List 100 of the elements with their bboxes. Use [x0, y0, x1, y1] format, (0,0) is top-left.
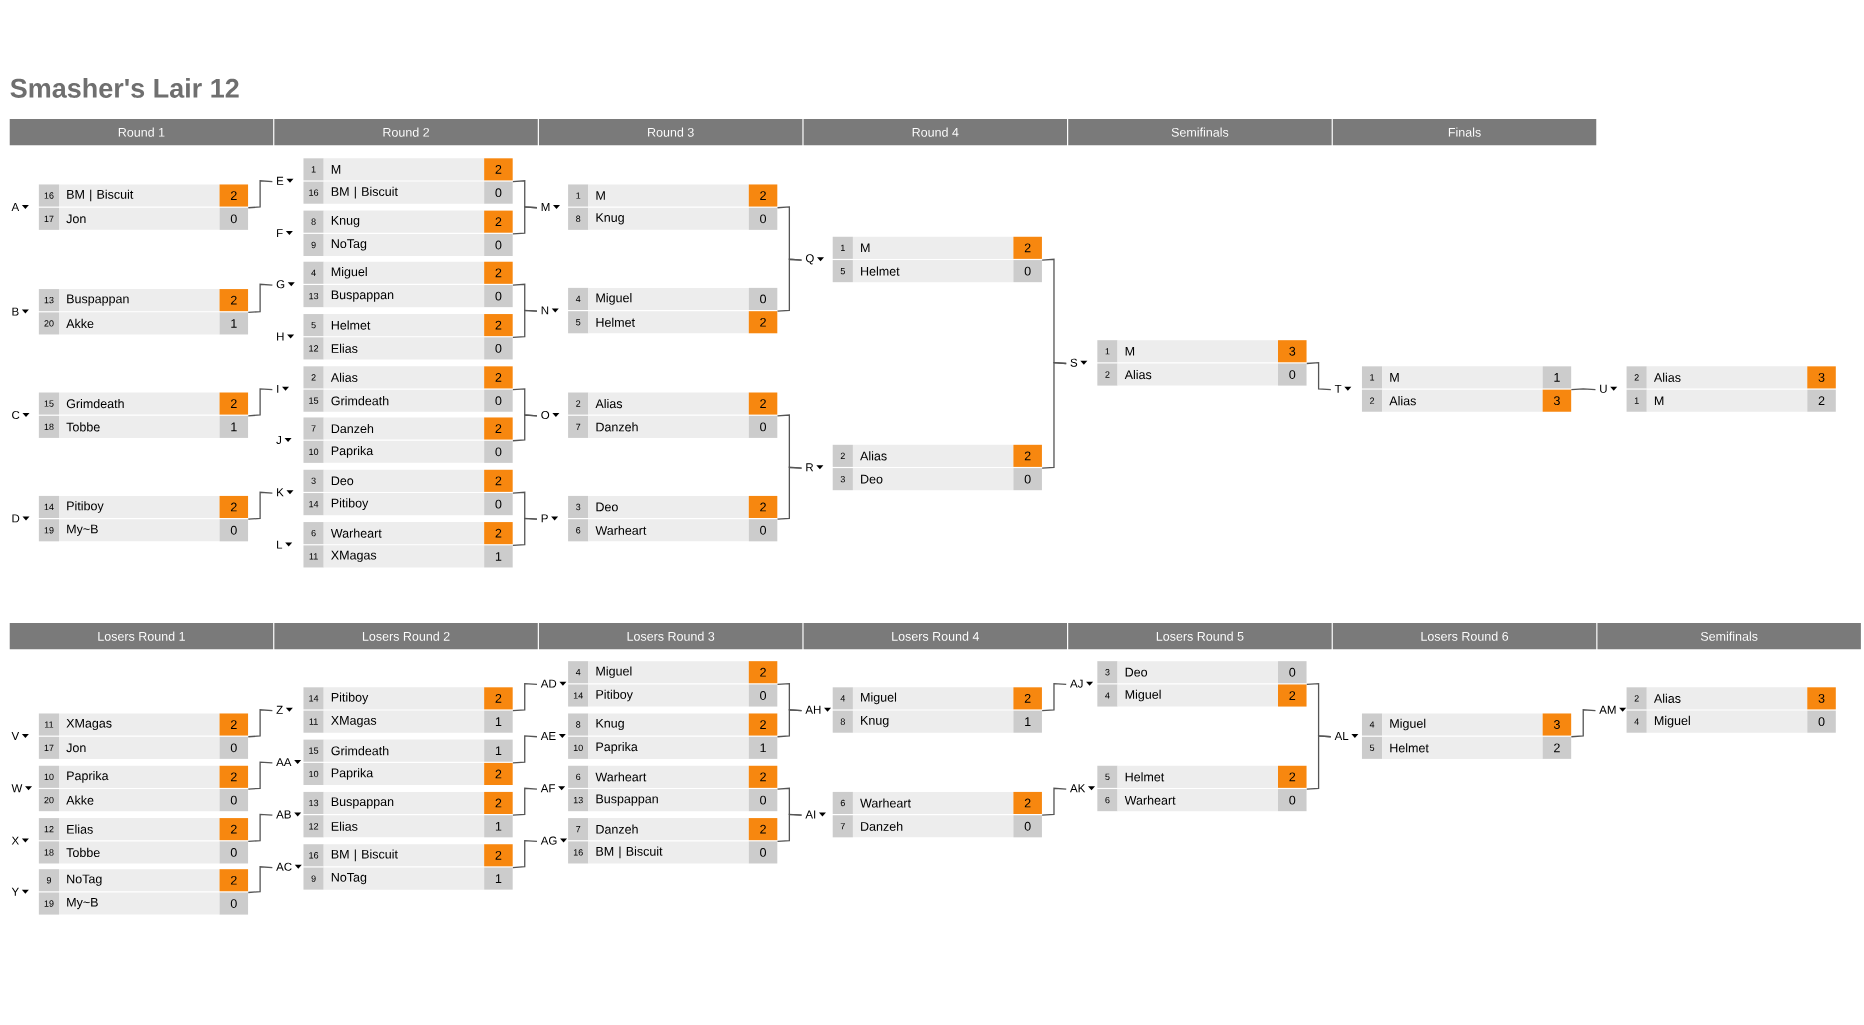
- player-name-cell: XMagas: [323, 545, 485, 568]
- round-header: Losers Round 5: [1068, 623, 1332, 650]
- player-name-cell: BM | Biscuit: [588, 841, 749, 864]
- player-name-cell: Knug: [588, 713, 749, 736]
- player-name-cell: M: [1117, 340, 1278, 363]
- score-cell: 2: [748, 311, 778, 334]
- bracket-line: [1306, 735, 1332, 790]
- score-cell: 2: [219, 184, 249, 207]
- seed-cell: 11: [38, 713, 60, 736]
- seed-cell: 4: [568, 661, 589, 684]
- match-letter: I: [277, 384, 279, 393]
- round-header: Losers Round 3: [538, 623, 803, 650]
- match-letter: AK: [1070, 784, 1086, 793]
- seed-cell: 12: [303, 337, 324, 360]
- score-cell: 0: [484, 493, 513, 516]
- score-cell: 2: [484, 791, 513, 815]
- bracket-line: [1041, 682, 1067, 712]
- score-cell: 2: [1278, 765, 1307, 788]
- seed-cell: 14: [568, 684, 589, 707]
- player-name-cell: Helmet: [323, 314, 485, 337]
- score-cell: 1: [748, 736, 778, 759]
- player-name-cell: M: [1646, 389, 1808, 412]
- player-name-cell: Danzeh: [588, 818, 749, 841]
- player-name-cell: XMagas: [59, 713, 220, 736]
- score-cell: 2: [484, 314, 513, 337]
- seed-cell: 9: [303, 233, 324, 256]
- match-letter: B: [12, 307, 19, 316]
- bracket-line: [512, 206, 538, 235]
- seed-cell: 3: [568, 495, 589, 519]
- node-label: Losers Round 1: [98, 631, 185, 641]
- bracket-line: [247, 761, 273, 790]
- score-cell: 2: [484, 522, 513, 545]
- player-name-cell: Miguel: [588, 287, 749, 310]
- node-label: Round 3: [648, 127, 694, 137]
- match-letter: AA: [276, 758, 292, 767]
- seed-cell: 10: [568, 736, 589, 759]
- player-name-cell: Helmet: [1117, 765, 1278, 788]
- node-label: Finals: [1448, 127, 1481, 137]
- score-cell: 0: [484, 233, 513, 256]
- seed-cell: 6: [568, 765, 589, 788]
- seed-cell: 4: [832, 687, 853, 710]
- player-name-cell: M: [588, 184, 749, 207]
- bracket-line: [1570, 709, 1597, 738]
- seed-cell: 18: [38, 415, 60, 438]
- node-label: Losers Round 5: [1156, 631, 1244, 641]
- player-name-cell: Elias: [323, 815, 485, 838]
- seed-cell: 4: [1097, 684, 1118, 707]
- round-header: Semifinals: [1068, 119, 1332, 146]
- match-letter: W: [11, 784, 23, 793]
- score-cell: 0: [219, 207, 249, 230]
- bracket-line: [512, 787, 538, 816]
- seed-cell: 17: [38, 207, 60, 230]
- bracket-line: [247, 283, 273, 313]
- player-name-cell: Jon: [59, 207, 220, 230]
- score-cell: 0: [1278, 363, 1307, 386]
- player-name-cell: Warheart: [588, 765, 749, 788]
- score-cell: 0: [748, 841, 778, 864]
- player-name-cell: M: [852, 236, 1014, 259]
- score-cell: 1: [484, 815, 513, 838]
- round-header: Semifinals: [1597, 623, 1861, 650]
- seed-cell: 9: [38, 869, 60, 892]
- score-cell: 2: [748, 661, 778, 684]
- player-name-cell: Alias: [323, 366, 485, 389]
- score-cell: 2: [748, 818, 778, 841]
- score-cell: 2: [1278, 684, 1307, 707]
- score-cell: 0: [219, 841, 249, 864]
- score-cell: 0: [748, 519, 778, 542]
- seed-cell: 8: [568, 713, 589, 736]
- bracket-line: [512, 735, 538, 764]
- match-letter: AI: [805, 810, 816, 819]
- player-name-cell: BM | Biscuit: [59, 184, 220, 207]
- match-letter: AF: [540, 784, 555, 793]
- match-letter: H: [277, 332, 284, 341]
- seed-cell: 13: [303, 285, 324, 308]
- round-header: Round 1: [9, 119, 274, 146]
- player-name-cell: Miguel: [323, 261, 485, 284]
- seed-cell: 1: [832, 236, 853, 259]
- bracket-line: [512, 682, 538, 712]
- bracket-line: [247, 813, 273, 843]
- score-cell: 2: [1013, 687, 1042, 710]
- score-cell: 2: [484, 158, 513, 181]
- seed-cell: 2: [568, 392, 589, 415]
- score-cell: 2: [484, 469, 513, 492]
- node-label: Round 4: [912, 127, 959, 137]
- match-letter: AB: [276, 810, 291, 819]
- score-cell: 0: [1807, 710, 1836, 733]
- seed-cell: 2: [1626, 687, 1647, 710]
- score-cell: 2: [748, 495, 778, 519]
- seed-cell: 2: [1361, 389, 1383, 412]
- score-cell: 2: [484, 417, 513, 440]
- player-name-cell: Warheart: [852, 791, 1014, 815]
- player-name-cell: Paprika: [323, 440, 485, 463]
- seed-cell: 2: [1097, 363, 1118, 386]
- bracket-line: [247, 180, 273, 209]
- score-cell: 1: [219, 312, 249, 335]
- player-name-cell: Miguel: [1382, 713, 1543, 736]
- player-name-cell: Pitiboy: [323, 687, 485, 710]
- player-name-cell: Tobbe: [59, 415, 220, 438]
- score-cell: 2: [219, 869, 249, 892]
- player-name-cell: Grimdeath: [59, 392, 220, 415]
